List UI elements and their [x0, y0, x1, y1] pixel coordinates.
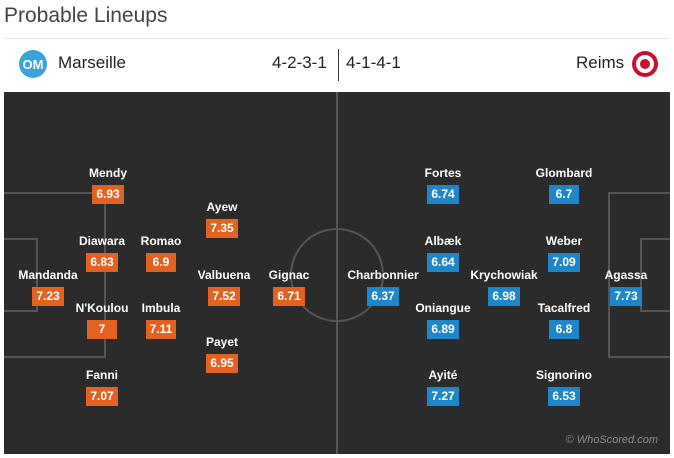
away-player[interactable]: Ayité 7.27 — [395, 368, 491, 406]
player-name: Gignac — [268, 268, 310, 282]
player-name: Glombard — [535, 166, 593, 180]
player-name: Agassa — [604, 268, 648, 282]
away-goal-area — [640, 238, 670, 312]
away-player[interactable]: Krychowiak 6.98 — [456, 268, 552, 306]
player-name: N'Koulou — [75, 301, 129, 315]
player-rating: 6.9 — [146, 253, 176, 272]
away-player[interactable]: Charbonnier 6.37 — [335, 268, 431, 306]
player-rating: 6.53 — [548, 387, 580, 406]
player-name: Fanni — [86, 368, 118, 382]
home-goal-area — [4, 238, 38, 312]
away-player[interactable]: Agassa 7.73 — [578, 268, 670, 306]
player-rating: 6.83 — [86, 253, 118, 272]
player-rating: 7 — [87, 320, 117, 339]
page-title: Probable Lineups — [4, 4, 168, 27]
away-player[interactable]: Weber 7.09 — [516, 234, 612, 272]
formation-divider — [338, 49, 339, 81]
player-name: Imbula — [141, 301, 181, 315]
home-player[interactable]: Imbula 7.11 — [113, 301, 209, 339]
player-name: Weber — [545, 234, 583, 248]
player-name: Mendy — [88, 166, 127, 180]
player-name: Valbuena — [197, 268, 251, 282]
away-player[interactable]: Albæk 6.64 — [395, 234, 491, 272]
home-player[interactable]: Valbuena 7.52 — [176, 268, 272, 306]
team-header-bar: OM Marseille 4-2-3-1 4-1-4-1 Reims — [4, 38, 670, 91]
home-player[interactable]: Fanni 7.07 — [54, 368, 150, 406]
home-player[interactable]: Diawara 6.83 — [54, 234, 150, 272]
player-name: Romao — [140, 234, 182, 248]
away-player[interactable]: Signorino 6.53 — [516, 368, 612, 406]
home-player[interactable]: Mandanda 7.23 — [4, 268, 96, 306]
away-team-name: Reims — [576, 53, 625, 72]
player-rating: 7.27 — [427, 387, 459, 406]
player-name: Signorino — [536, 368, 592, 382]
player-rating: 6.8 — [549, 320, 579, 339]
reims-crest-icon — [632, 51, 658, 77]
player-rating: 6.95 — [206, 354, 238, 373]
player-name: Ayité — [428, 368, 458, 382]
player-name: Charbonnier — [347, 268, 419, 282]
player-name: Ayew — [206, 200, 238, 214]
player-name: Tacalfred — [537, 301, 591, 315]
home-player[interactable]: Gignac 6.71 — [241, 268, 337, 306]
player-rating: 6.93 — [92, 185, 124, 204]
player-name: Mandanda — [18, 268, 78, 282]
away-player[interactable]: Tacalfred 6.8 — [516, 301, 612, 339]
player-rating: 7.35 — [206, 219, 238, 238]
away-penalty-box — [608, 192, 670, 358]
player-name: Krychowiak — [470, 268, 538, 282]
player-rating: 6.89 — [427, 320, 459, 339]
away-player[interactable]: Glombard 6.7 — [516, 166, 612, 204]
player-rating: 6.7 — [549, 185, 579, 204]
player-rating: 6.98 — [488, 287, 520, 306]
away-player[interactable]: Fortes 6.74 — [395, 166, 491, 204]
player-rating: 7.52 — [208, 287, 240, 306]
player-name: Fortes — [424, 166, 462, 180]
player-name: Diawara — [78, 234, 126, 248]
home-player[interactable]: Payet 6.95 — [174, 335, 270, 373]
player-rating: 6.64 — [427, 253, 459, 272]
marseille-crest-icon: OM — [19, 50, 47, 78]
player-rating: 6.37 — [367, 287, 399, 306]
player-rating: 7.73 — [610, 287, 642, 306]
home-player[interactable]: Romao 6.9 — [113, 234, 209, 272]
home-formation: 4-2-3-1 — [272, 53, 327, 72]
home-player[interactable]: N'Koulou 7 — [54, 301, 150, 339]
player-rating: 6.74 — [427, 185, 459, 204]
watermark: © WhoScored.com — [565, 434, 658, 446]
player-name: Oniangue — [415, 301, 471, 315]
player-rating: 7.07 — [86, 387, 118, 406]
away-player[interactable]: Oniangue 6.89 — [395, 301, 491, 339]
player-name: Payet — [205, 335, 239, 349]
player-rating: 7.09 — [548, 253, 580, 272]
home-player[interactable]: Ayew 7.35 — [174, 200, 270, 238]
player-rating: 7.11 — [145, 320, 177, 339]
home-player[interactable]: Mendy 6.93 — [60, 166, 156, 204]
player-name: Albæk — [424, 234, 462, 248]
player-rating: 6.71 — [273, 287, 305, 306]
svg-text:OM: OM — [23, 57, 44, 72]
home-team-name: Marseille — [58, 53, 127, 72]
away-formation: 4-1-4-1 — [346, 53, 401, 72]
player-rating: 7.23 — [32, 287, 64, 306]
football-pitch: Mendy 6.93 Diawara 6.83 Mandanda 7.23 N'Kou… — [4, 92, 670, 454]
home-penalty-box — [4, 192, 106, 358]
center-circle — [290, 228, 384, 322]
